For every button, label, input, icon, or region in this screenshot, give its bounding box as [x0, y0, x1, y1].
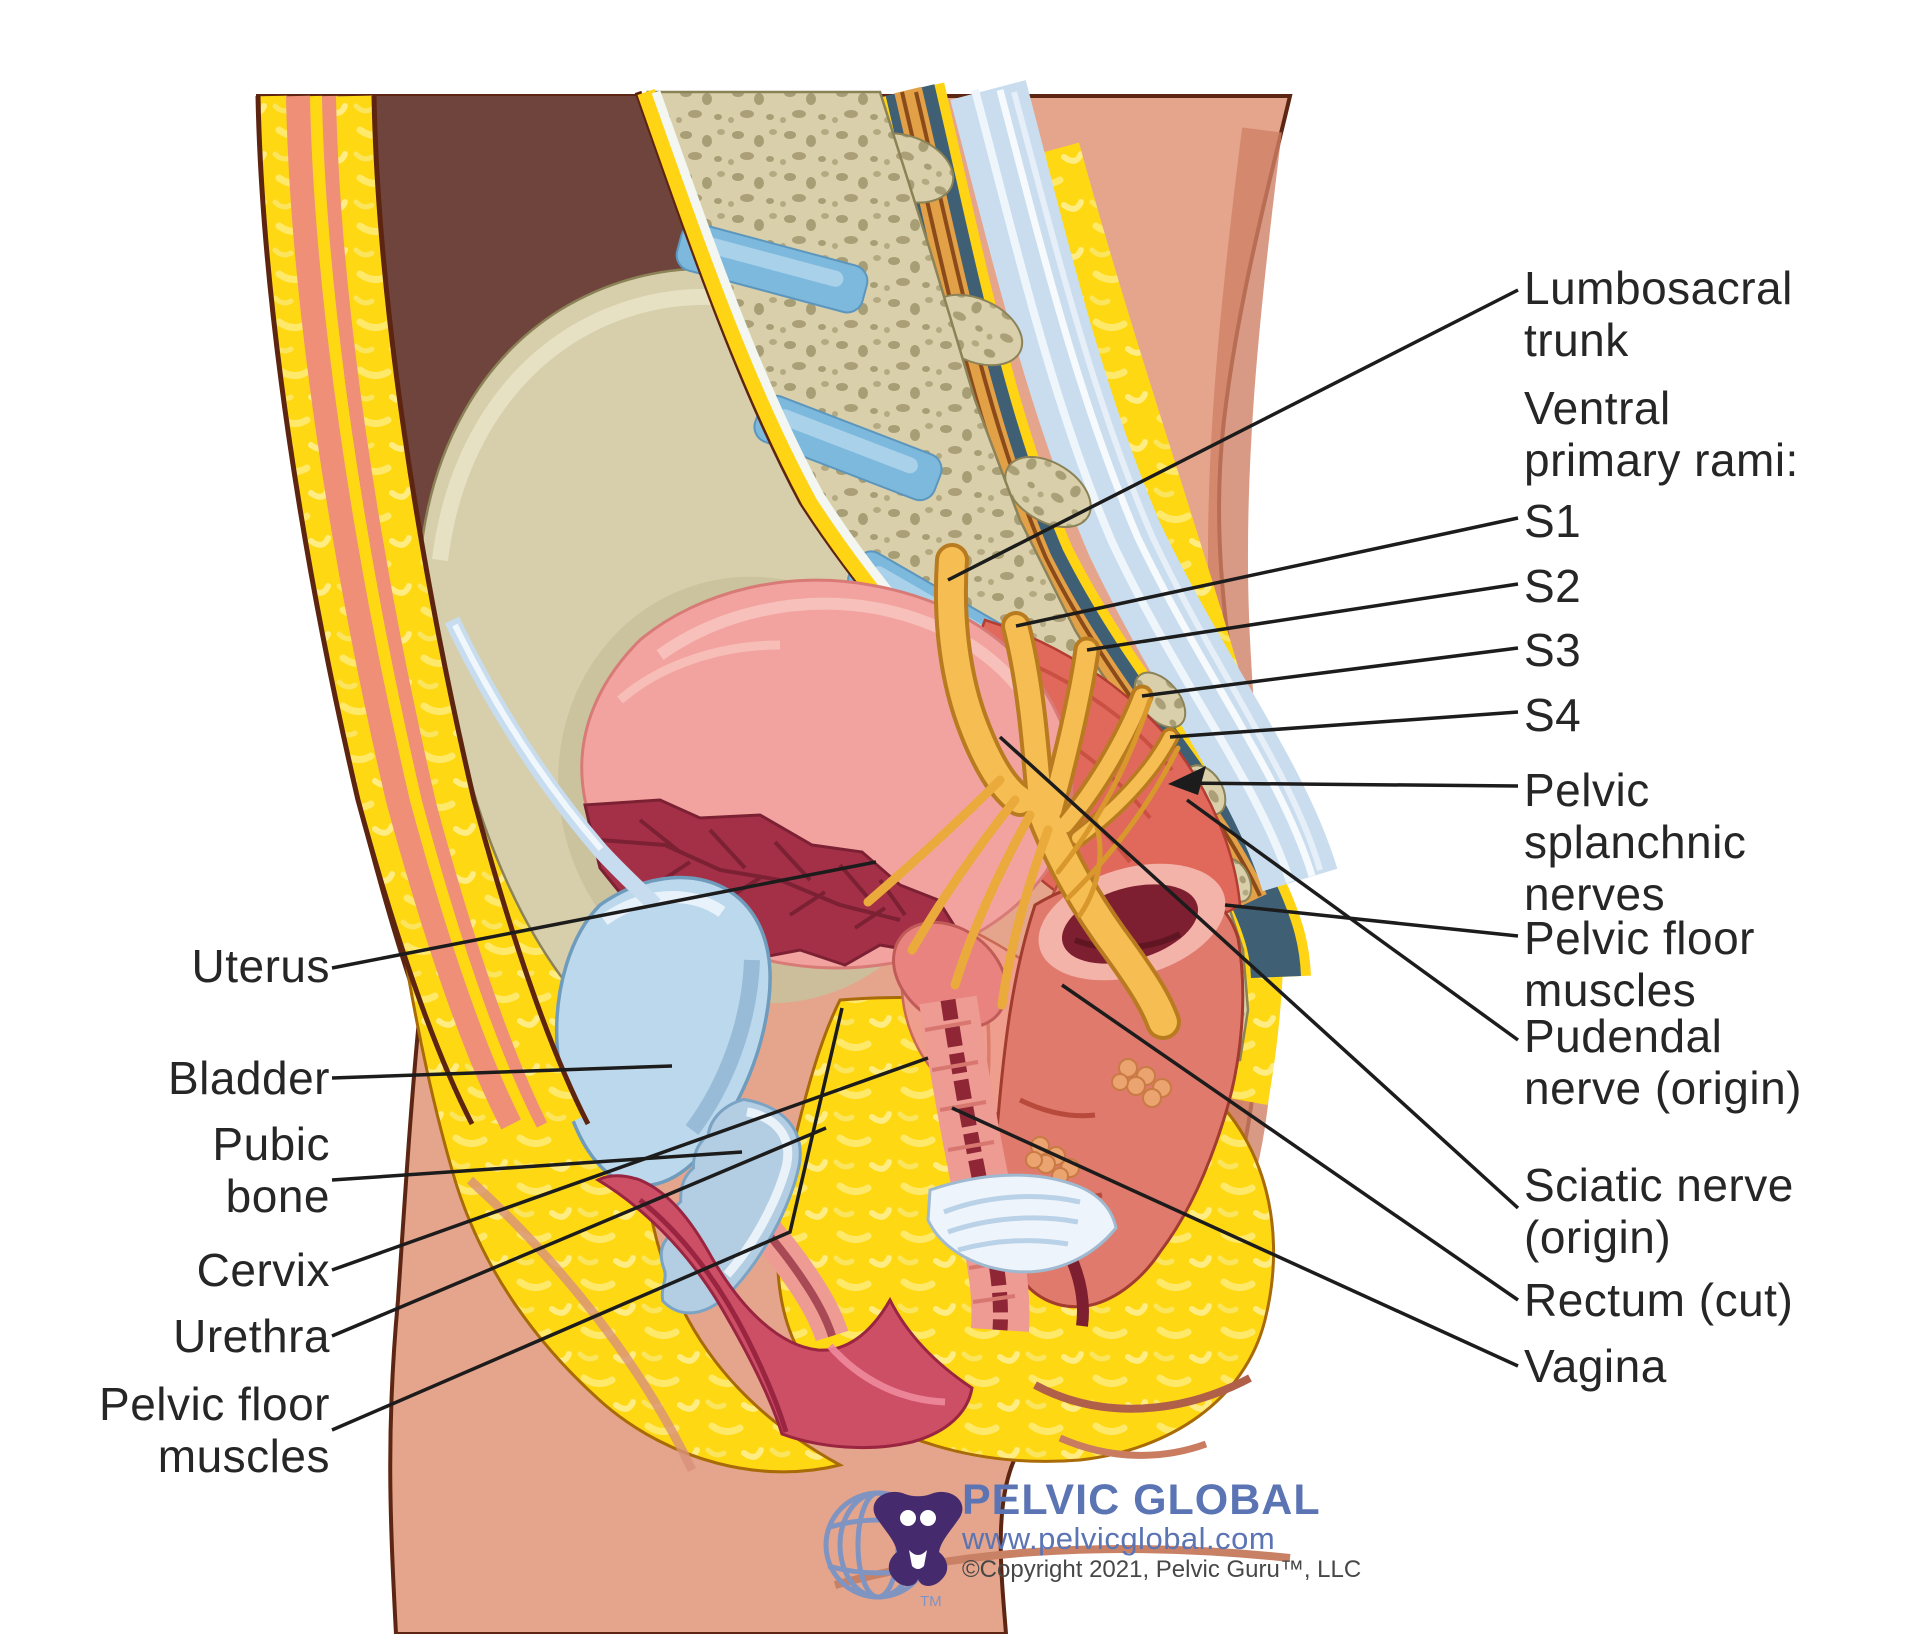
logo-tm-mark: TM — [920, 1593, 942, 1610]
leader-splanchnic — [1177, 781, 1519, 788]
leader-bladder — [331, 1064, 673, 1080]
leader-uterus — [331, 860, 877, 970]
leader-urethra — [331, 1126, 827, 1338]
leader-vagina — [951, 1106, 1519, 1368]
gluteal-fold — [1033, 1374, 1252, 1413]
posterior-ligaments — [855, 80, 1338, 903]
label-s4: S4 — [1524, 689, 1582, 741]
leader-s2 — [1086, 582, 1519, 652]
splanchnic-arrowhead — [1168, 766, 1206, 795]
leader-lines — [331, 288, 1520, 1432]
pelvis-icon — [873, 1491, 963, 1586]
label-bladder: Bladder — [167, 1052, 330, 1104]
logo-copyright: ©Copyright 2021, Pelvic Guru™, LLC — [962, 1556, 1362, 1583]
label-s1: S1 — [1524, 495, 1582, 547]
label-urethra: Urethra — [173, 1310, 330, 1362]
leader-rectum — [1061, 983, 1519, 1302]
leader-pelvic-floor-left — [331, 1007, 844, 1432]
label-cervix: Cervix — [196, 1244, 330, 1296]
vulva-folds — [594, 1174, 974, 1449]
leader-s3 — [1141, 646, 1519, 698]
perineum — [594, 1173, 1118, 1449]
pelvic-global-logo-text: PELVIC GLOBAL www.pelvicglobal.com ©Copy… — [962, 1478, 1361, 1584]
logo-brand: PELVIC GLOBAL — [962, 1476, 1321, 1524]
label-s3: S3 — [1524, 624, 1582, 676]
leader-cervix — [331, 1056, 929, 1272]
logo-url: www.pelvicglobal.com — [962, 1521, 1276, 1556]
leader-pudendal — [1185, 798, 1520, 1042]
leader-lumbosacral-trunk — [947, 288, 1519, 582]
abdominal-wall — [255, 95, 591, 1133]
leader-sciatic — [998, 735, 1520, 1210]
label-s2: S2 — [1524, 560, 1582, 612]
leader-pelvic-floor-right — [1224, 903, 1519, 938]
sacral-nerves — [863, 543, 1181, 1040]
label-sciatic-nerve-origin: Sciatic nerve(origin) — [1524, 1159, 1794, 1263]
splanchnic-nerve-threads — [1055, 697, 1181, 918]
leader-s4 — [1169, 710, 1519, 739]
leader-s1 — [1015, 516, 1519, 628]
label-rectum-cut: Rectum (cut) — [1524, 1274, 1794, 1326]
leader-pubic-bone — [331, 1150, 743, 1182]
label-vagina: Vagina — [1524, 1340, 1667, 1392]
label-uterus: Uterus — [191, 940, 330, 992]
anal-columns — [1025, 1058, 1172, 1185]
pelvic-global-logo-mark: TM — [823, 1490, 963, 1610]
